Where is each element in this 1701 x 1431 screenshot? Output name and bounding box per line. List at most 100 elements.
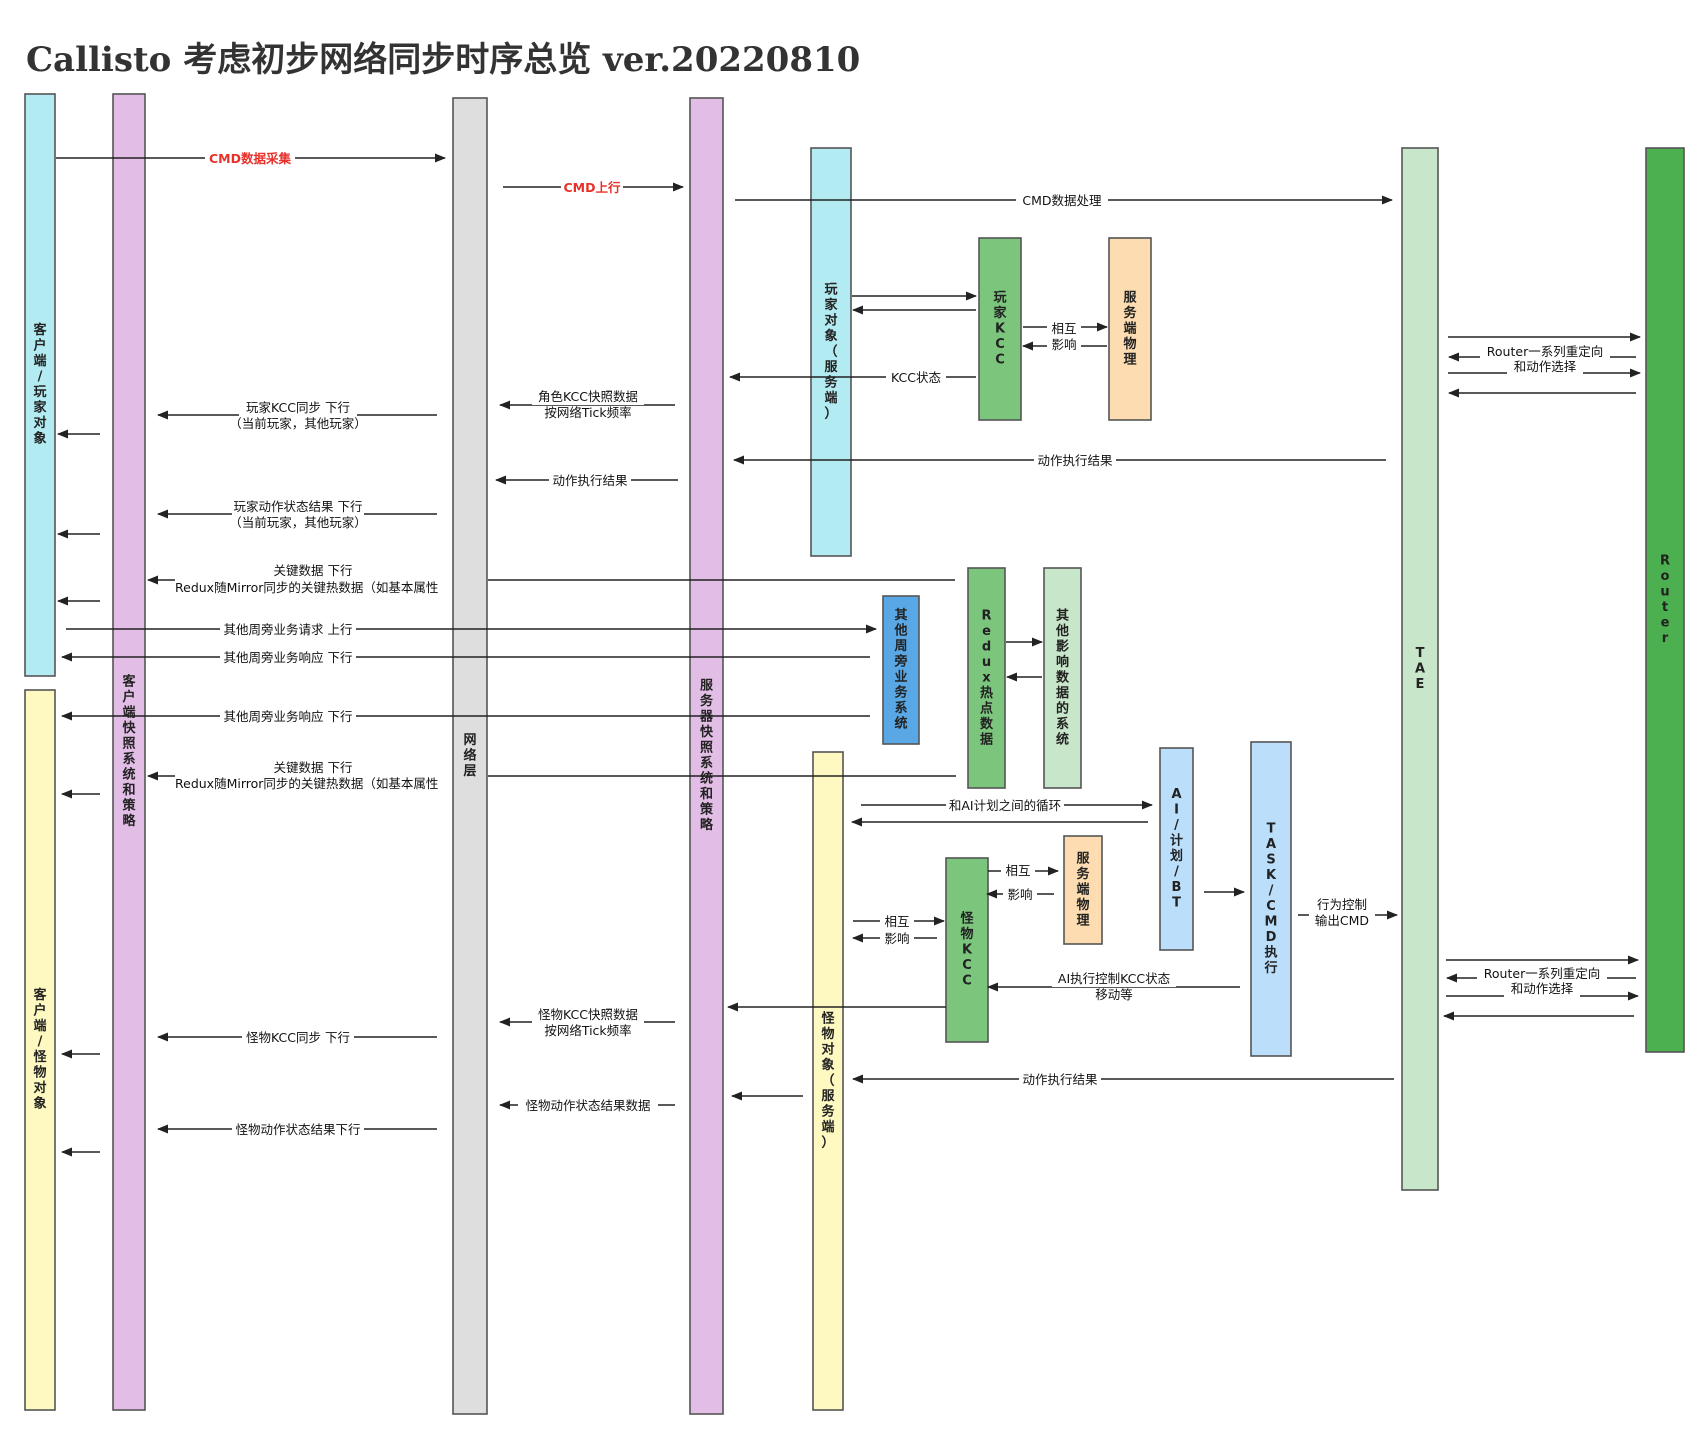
other-business-box-label: 其他周旁业务系统	[893, 607, 908, 732]
client-player-lane-box	[24, 93, 56, 677]
label-router-2b-bg	[1504, 982, 1580, 997]
network-layer-lane-box	[452, 97, 488, 1415]
label-monster-kcc-sync: 怪物KCC同步 下行	[246, 1030, 350, 1045]
label-monster-kcc-snap-b: 按网络Tick频率	[544, 1023, 631, 1038]
label-mutual-3a: 相互	[884, 914, 909, 929]
server-physics-box-2-box	[1063, 835, 1103, 945]
label-behavior-b: 输出CMD	[1315, 913, 1369, 928]
label-kcc-state-bg	[886, 371, 946, 386]
player-server-lane: 玩家对象（服务端）	[810, 147, 852, 557]
label-ai-kcc-b-bg	[1091, 988, 1137, 1003]
label-cmd-collect-bg	[205, 152, 295, 167]
label-player-action-state-b-bg	[232, 516, 364, 531]
label-monster-kcc-snap-a: 怪物KCC快照数据	[538, 1007, 638, 1022]
monster-server-lane: 怪物对象（服务端）	[812, 751, 844, 1411]
label-other-request: 其他周旁业务请求 上行	[224, 622, 353, 637]
server-snapshot-lane: 服务器快照系统和策略	[689, 97, 724, 1415]
label-role-kcc-a-bg	[532, 390, 644, 405]
client-monster-lane-box	[24, 689, 56, 1411]
label-mutual-2b: 影响	[1007, 887, 1032, 902]
label-action-result-2: 动作执行结果	[552, 473, 628, 488]
label-monster-kcc-sync-bg	[242, 1031, 354, 1046]
client-snapshot-lane: 客户端快照系统和策略	[112, 93, 146, 1411]
label-action-result-1-bg	[1034, 454, 1116, 469]
label-router-2a: Router一系列重定向	[1484, 966, 1600, 981]
label-player-kcc-sync-b: （当前玩家，其他玩家）	[229, 416, 367, 431]
other-business-box-box	[882, 595, 920, 745]
client-snapshot-lane-label: 客户端快照系统和策略	[122, 674, 136, 830]
label-ai-kcc-b: 移动等	[1095, 987, 1133, 1002]
label-ai-loop: 和AI计划之间的循环	[949, 798, 1061, 813]
label-other-response-1: 其他周旁业务响应 下行	[224, 650, 353, 665]
label-router-1b-bg	[1507, 360, 1583, 375]
network-layer-lane: 网络层	[452, 97, 488, 1415]
label-mutual-2a-bg	[1001, 864, 1035, 879]
label-other-response-2-bg	[220, 710, 356, 725]
label-router-1b: 和动作选择	[1514, 359, 1577, 374]
player-server-lane-label: 玩家对象（服务端）	[824, 282, 838, 421]
label-key-data-2a-bg	[268, 761, 358, 776]
ai-plan-box-box	[1159, 747, 1194, 951]
label-mutual-1a: 相互	[1051, 321, 1076, 336]
label-cmd-process: CMD数据处理	[1022, 193, 1102, 208]
label-role-kcc-a: 角色KCC快照数据	[538, 389, 638, 404]
label-key-data-1b: Redux随Mirror同步的关键热数据（如基本属性	[175, 580, 438, 595]
label-key-data-2a: 关键数据 下行	[274, 760, 353, 775]
label-other-request-bg	[220, 623, 356, 638]
label-cmd-collect: CMD数据采集	[209, 151, 291, 166]
server-physics-box-2-label: 服务端物理	[1076, 851, 1090, 928]
label-player-action-state-a-bg	[232, 500, 364, 515]
monster-server-lane-box	[812, 751, 844, 1411]
monster-server-lane-label: 怪物对象（服务端）	[821, 1010, 835, 1150]
label-mutual-1b: 影响	[1051, 337, 1076, 352]
label-other-response-1-bg	[220, 651, 356, 666]
label-player-kcc-sync-a-bg	[239, 401, 357, 416]
label-action-result-2-bg	[549, 474, 631, 489]
redux-hot-data-box-box	[967, 567, 1006, 789]
label-router-1a: Router一系列重定向	[1487, 344, 1603, 359]
label-behavior-b-bg	[1309, 914, 1375, 929]
label-key-data-1a-bg	[268, 564, 358, 579]
client-monster-lane-label: 客户端/怪物对象	[33, 987, 47, 1112]
label-cmd-up: CMD上行	[564, 180, 621, 195]
label-monster-action-state-data-bg	[518, 1099, 658, 1114]
server-physics-box-1-label: 服务端物理	[1123, 290, 1137, 367]
label-role-kcc-b: 按网络Tick频率	[544, 405, 631, 420]
label-cmd-process-bg	[1016, 194, 1108, 209]
client-player-lane: 客户端/玩家对象	[24, 93, 56, 677]
player-kcc-box-box	[978, 237, 1022, 421]
label-ai-kcc-a-bg	[1052, 972, 1176, 987]
label-kcc-state: KCC状态	[891, 370, 941, 385]
label-key-data-2b: Redux随Mirror同步的关键热数据（如基本属性	[175, 776, 438, 791]
label-player-action-state-a: 玩家动作状态结果 下行	[234, 499, 363, 514]
label-mutual-3b-bg	[880, 932, 914, 947]
label-role-kcc-b-bg	[541, 406, 635, 421]
label-monster-action-state-data: 怪物动作状态结果数据	[525, 1098, 650, 1113]
router-lane-box	[1645, 147, 1685, 1053]
server-physics-box-2: 服务端物理	[1063, 835, 1103, 945]
label-action-result-3: 动作执行结果	[1022, 1072, 1098, 1087]
label-mutual-1a-bg	[1047, 322, 1081, 337]
task-cmd-box-box	[1250, 741, 1292, 1057]
diagram-title: Callisto 考虑初步网络同步时序总览 ver.20220810	[26, 40, 861, 80]
label-player-action-state-b: （当前玩家，其他玩家）	[229, 515, 367, 530]
other-affect-box-box	[1043, 567, 1082, 789]
network-layer-lane-label: 网络层	[463, 733, 476, 779]
label-ai-kcc-a: AI执行控制KCC状态	[1058, 971, 1170, 986]
label-router-2a-bg	[1477, 967, 1607, 982]
label-cmd-up-bg	[561, 181, 623, 196]
label-key-data-1a: 关键数据 下行	[274, 563, 353, 578]
label-monster-kcc-snap-b-bg	[541, 1024, 635, 1039]
